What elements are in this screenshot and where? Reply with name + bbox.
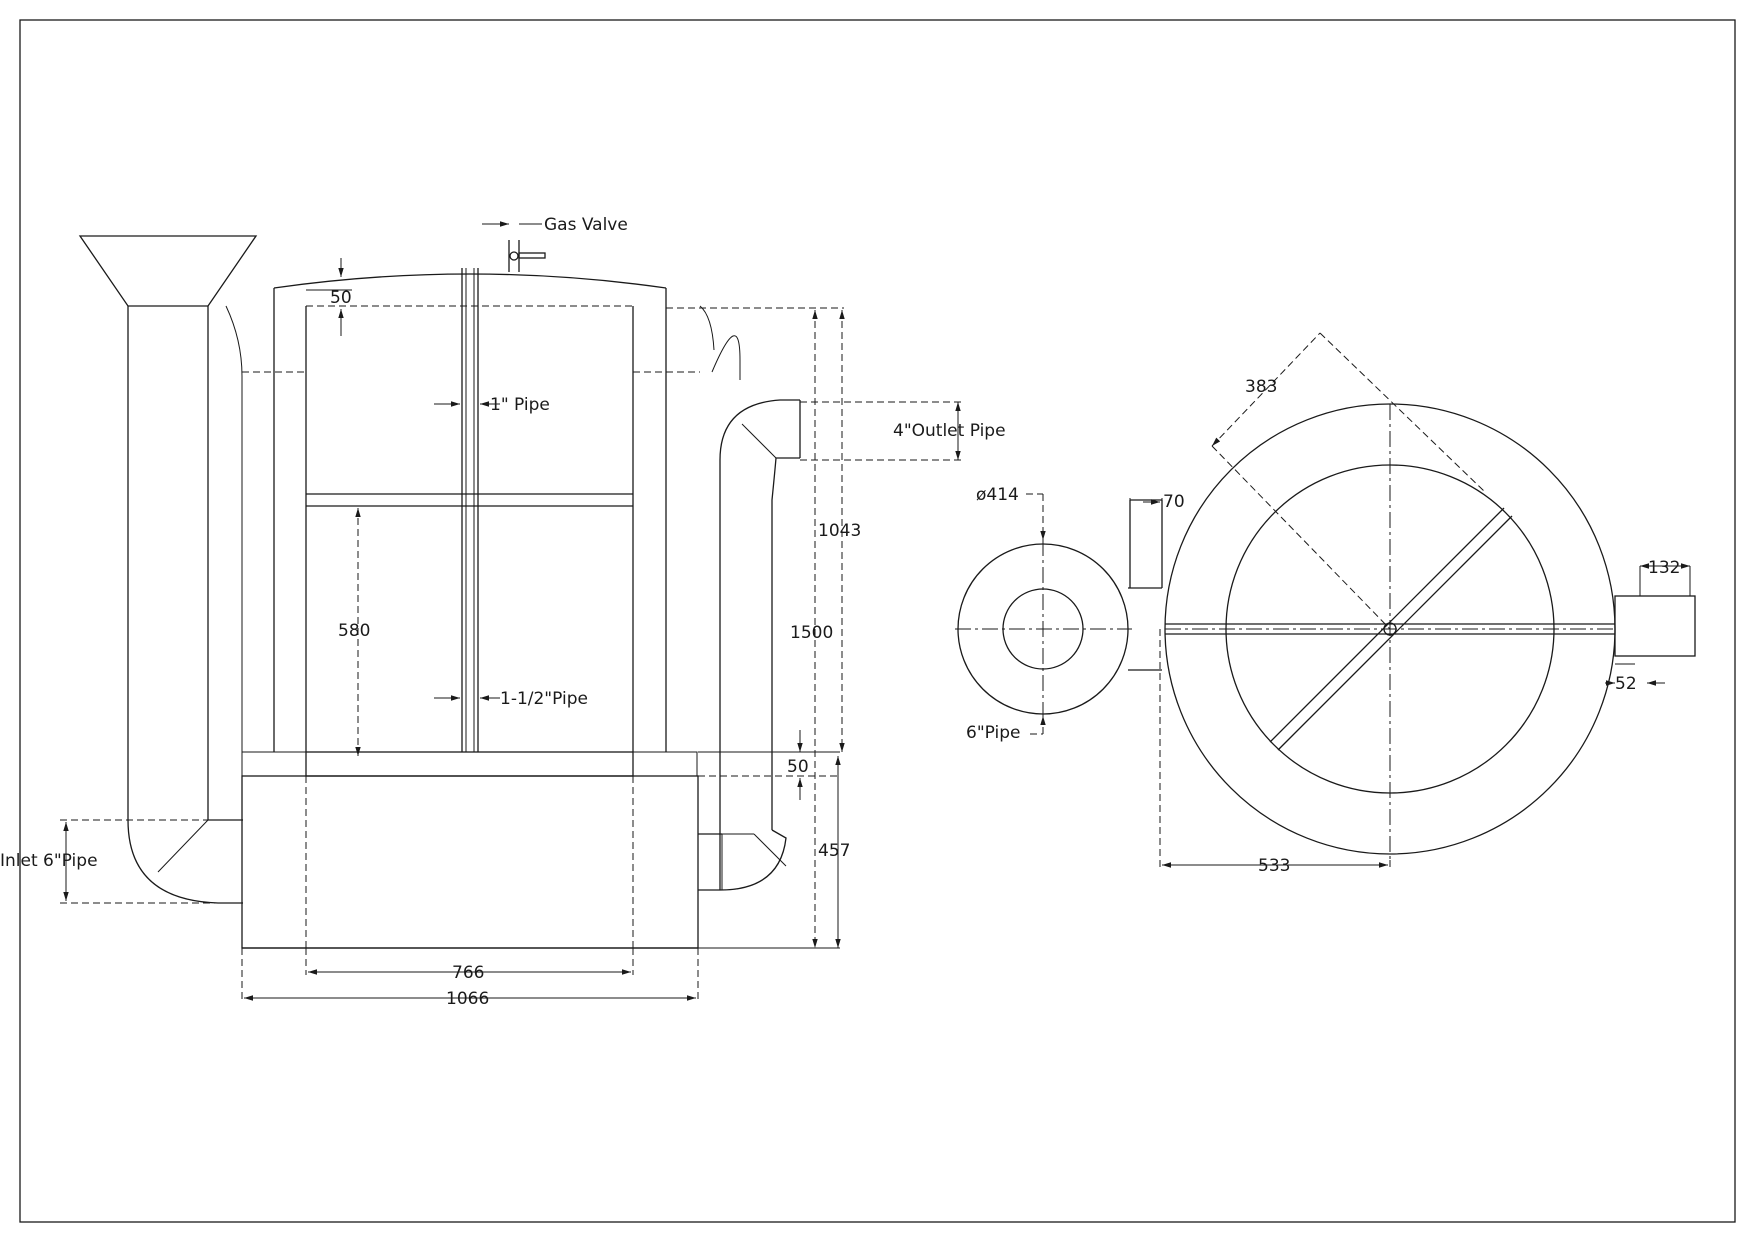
dim-outer-width: 1066 — [446, 989, 489, 1009]
inlet-funnel — [78, 235, 258, 307]
gas-valve-label: Gas Valve — [544, 215, 628, 235]
dim-383: 383 — [1245, 377, 1277, 397]
drawing-border — [19, 19, 1736, 1223]
dim-diameter: ø414 — [976, 485, 1019, 505]
dim-base-50: 50 — [787, 757, 809, 777]
dim-533: 533 — [1258, 856, 1290, 876]
dome-top — [273, 273, 667, 289]
base-chamber — [241, 775, 699, 949]
side-dimensions: Gas Valve 50 1" Pipe 1-1/2"Pipe 580 4"Ou… — [0, 215, 1006, 1009]
dim-457: 457 — [818, 841, 850, 861]
dim-132: 132 — [1648, 558, 1680, 578]
side-elevation-view — [78, 235, 801, 949]
insulation-left — [241, 751, 307, 777]
dim-1500: 1500 — [790, 623, 833, 643]
dim-52: 52 — [1615, 674, 1637, 694]
plan-dimensions: ø414 6"Pipe 70 383 132 52 533 — [966, 332, 1690, 876]
dim-top-gap: 50 — [330, 288, 352, 308]
pipe-1-5-label: 1-1/2"Pipe — [500, 689, 588, 709]
dim-70: 70 — [1163, 492, 1185, 512]
pipe-1-label: 1" Pipe — [490, 395, 550, 415]
outlet-pipe-label: 4"Outlet Pipe — [893, 421, 1006, 441]
insulation-right — [632, 751, 698, 777]
dim-inner-height: 580 — [338, 621, 370, 641]
pipe-6-label: 6"Pipe — [966, 723, 1021, 743]
plan-view — [955, 403, 1696, 860]
dim-1043: 1043 — [818, 521, 861, 541]
dim-inner-width: 766 — [452, 963, 484, 983]
inlet-pipe-label: Inlet 6"Pipe — [0, 851, 98, 871]
